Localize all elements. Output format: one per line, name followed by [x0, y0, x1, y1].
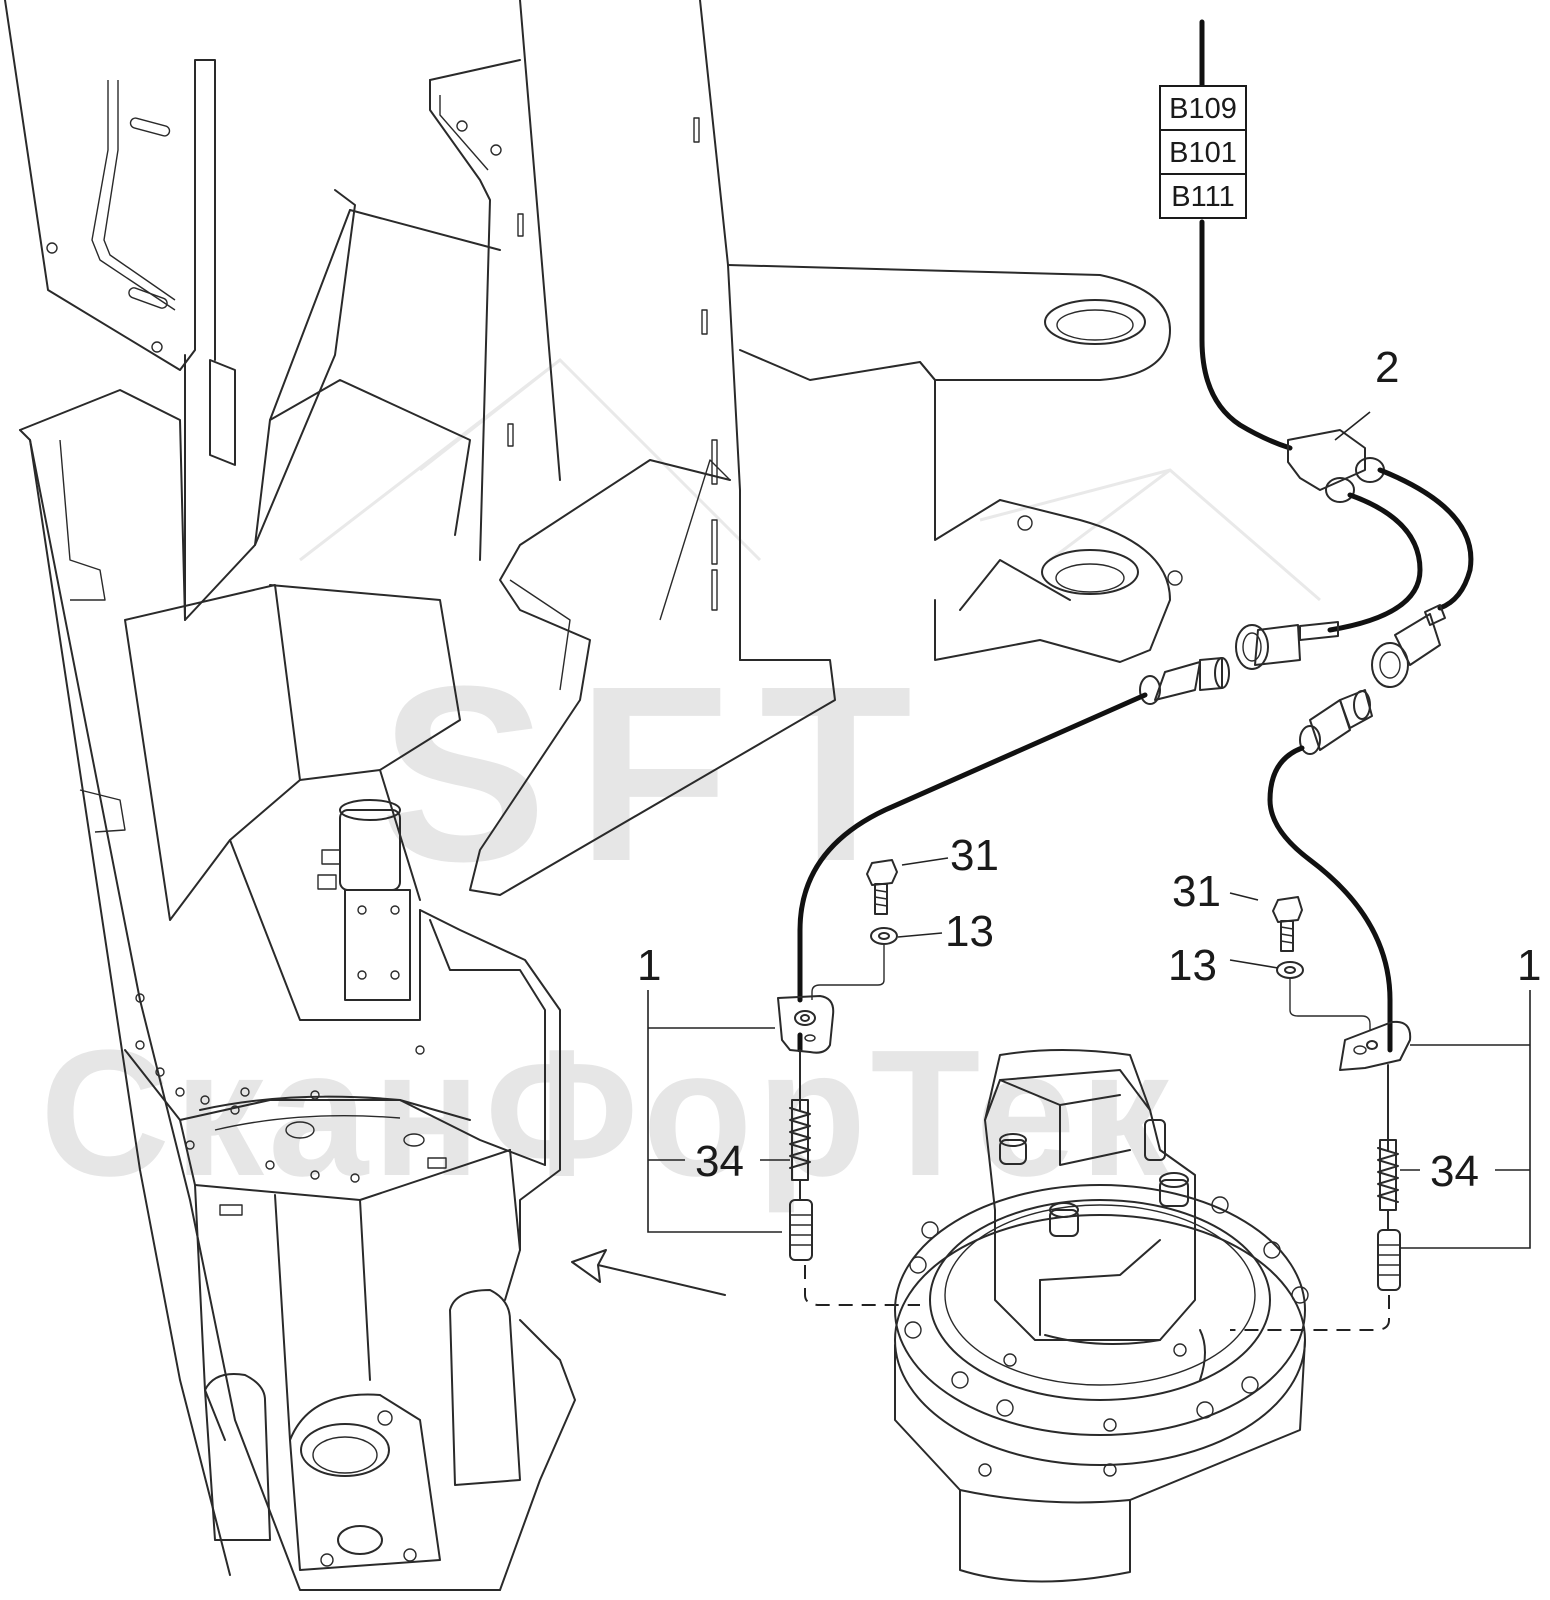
wire-harness: B109 B101 B111	[797, 19, 1474, 1053]
callout-item-13: 13	[1168, 941, 1217, 990]
slewing-motor	[894, 1049, 1309, 1583]
callout-item-2: 2	[1375, 343, 1399, 392]
callout-item-34: 34	[1430, 1147, 1479, 1196]
callout-item-31: 31	[1172, 867, 1221, 916]
washer-13-right	[1276, 961, 1304, 979]
watermark-name: СканФорТек	[40, 1013, 1174, 1214]
callout-item-34: 34	[695, 1137, 744, 1186]
callout-item-31: 31	[950, 831, 999, 880]
code-box-2	[1159, 129, 1247, 175]
spring	[1377, 1139, 1399, 1211]
leader-lines	[647, 411, 1531, 1249]
code-box-1	[1159, 85, 1247, 131]
watermark: SFT СканФорТек	[40, 358, 1321, 1214]
basin-holes	[135, 993, 425, 1183]
bolt-31-left	[866, 859, 898, 915]
left-sensor-assembly	[777, 859, 920, 1306]
washer-13-left	[870, 927, 898, 945]
connector-right-pair	[1299, 604, 1446, 755]
bolt-31-right	[1272, 896, 1303, 952]
connector-code-table: B109 B101 B111	[1159, 85, 1247, 219]
direction-arrow	[571, 1249, 726, 1296]
callout-item-13: 13	[945, 907, 994, 956]
callout-labels: 2 31 13 31 13 1 1 34 34	[637, 343, 1541, 1196]
right-sensor-assembly	[1230, 896, 1412, 1331]
boom-frame	[4, 0, 1183, 1591]
callout-item-1: 1	[637, 941, 661, 990]
ring-bolt-holes	[904, 1196, 1309, 1477]
valve-component	[317, 799, 411, 1001]
y-splitter	[1287, 429, 1385, 503]
connector-code: B101	[1169, 137, 1237, 169]
connector-code: B109	[1169, 93, 1237, 125]
connector-code: B111	[1171, 181, 1234, 213]
code-box-3	[1159, 173, 1247, 219]
connector-left-pair	[1139, 621, 1339, 705]
callout-item-1: 1	[1517, 941, 1541, 990]
watermark-brand: SFT	[380, 634, 942, 913]
